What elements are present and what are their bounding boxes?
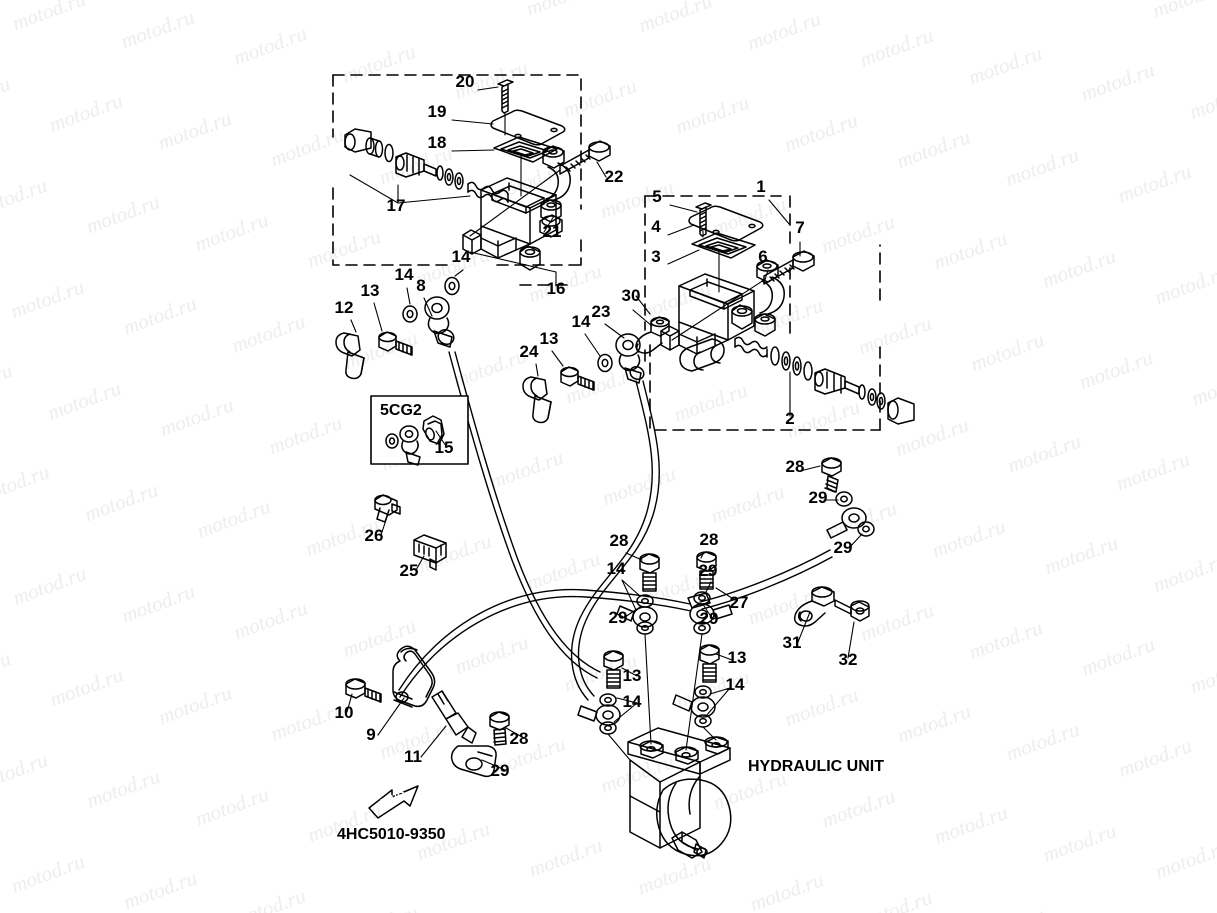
callout-10: 10 xyxy=(335,703,354,722)
part-12-union-bolt xyxy=(335,332,365,380)
part-14-washer-b xyxy=(444,276,460,296)
callout-9: 9 xyxy=(366,725,375,744)
callout-27: 27 xyxy=(730,593,749,612)
part-28-bolt-a xyxy=(639,553,660,592)
callout-28: 28 xyxy=(610,531,629,550)
callout-2: 2 xyxy=(785,409,794,428)
part-14-washer-e xyxy=(599,693,617,707)
callout-28: 28 xyxy=(510,729,529,748)
callout-6: 6 xyxy=(758,247,767,266)
callout-29: 29 xyxy=(700,609,719,628)
part-29-washer-f xyxy=(450,745,497,778)
callout-7: 7 xyxy=(795,218,804,237)
banjo-lower-right-2 xyxy=(672,694,716,718)
callout-23: 23 xyxy=(592,302,611,321)
callout-17: 17 xyxy=(387,196,406,215)
callout-14: 14 xyxy=(623,692,642,711)
right-master-cylinder-body xyxy=(660,273,755,372)
callout-15: 15 xyxy=(435,438,454,457)
group-box-right xyxy=(644,195,881,431)
callout-29: 29 xyxy=(809,488,828,507)
callout-12: 12 xyxy=(335,298,354,317)
right-piston-kit xyxy=(734,336,915,425)
part-14-washer-g xyxy=(694,685,712,699)
brake-hose-left xyxy=(448,351,601,679)
callout-19: 19 xyxy=(428,102,447,121)
part-28-bolt-c xyxy=(821,457,842,493)
callout-11: 11 xyxy=(404,747,422,766)
hydraulic-unit-label: HYDRAULIC UNIT xyxy=(748,758,884,775)
part-23-banjo-fitting xyxy=(615,333,645,384)
callout-14: 14 xyxy=(726,675,745,694)
callout-24: 24 xyxy=(520,342,539,361)
part-29-washer-e xyxy=(857,521,875,537)
callout-21: 21 xyxy=(543,222,562,241)
inset-label-5cg2: 5CG2 xyxy=(380,402,422,419)
part-22-bolt xyxy=(559,140,611,175)
callout-14: 14 xyxy=(572,312,591,331)
hydraulic-unit xyxy=(627,727,732,859)
callout-25: 25 xyxy=(400,561,419,580)
part-14-washer-c xyxy=(597,353,613,373)
callout-22: 22 xyxy=(605,167,624,186)
callout-30: 30 xyxy=(622,286,641,305)
callout-13: 13 xyxy=(623,666,642,685)
callout-26: 26 xyxy=(365,526,384,545)
part-13-bolt-lower-left xyxy=(603,650,624,689)
callout-29: 29 xyxy=(609,608,628,627)
callout-3: 3 xyxy=(651,247,660,266)
callout-31: 31 xyxy=(783,633,802,652)
callout-29: 29 xyxy=(491,761,510,780)
callout-13: 13 xyxy=(361,281,380,300)
callout-8: 8 xyxy=(416,276,425,295)
part-30-joint xyxy=(635,316,670,354)
callout-18: 18 xyxy=(428,133,447,152)
callout-28: 28 xyxy=(700,530,719,549)
callout-13: 13 xyxy=(728,648,747,667)
callout-14: 14 xyxy=(452,247,471,266)
part-number-label: 4HC5010-9350 xyxy=(337,826,446,843)
callout-29: 29 xyxy=(834,538,853,557)
part-24-union-bolt xyxy=(522,376,552,424)
callout-20: 20 xyxy=(456,72,475,91)
part-13-bolt-lower-right xyxy=(699,644,720,683)
part-8-banjo-fitting xyxy=(424,296,455,348)
part-29-washer-d xyxy=(835,491,853,507)
callout-13: 13 xyxy=(540,329,559,348)
callout-14: 14 xyxy=(395,265,414,284)
callout-14: 14 xyxy=(607,559,626,578)
callout-4: 4 xyxy=(651,217,661,236)
part-7-bolt xyxy=(763,250,815,285)
part-14-washer-d xyxy=(636,621,654,635)
part-31-bracket xyxy=(793,586,835,627)
fwd-label: FWD xyxy=(377,788,408,811)
part-13-bolt-mid xyxy=(560,366,595,391)
callout-5: 5 xyxy=(652,187,661,206)
callout-16: 16 xyxy=(547,279,566,298)
callout-32: 32 xyxy=(839,650,858,669)
part-32-bolt xyxy=(834,599,870,622)
callout-1: 1 xyxy=(756,177,765,196)
part-26-switch xyxy=(374,494,401,523)
part-20-screw xyxy=(497,79,514,114)
callout-29: 29 xyxy=(699,561,718,580)
part-13-bolt-left xyxy=(378,331,413,356)
callout-28: 28 xyxy=(786,457,805,476)
part-14-washer-a xyxy=(402,305,418,323)
